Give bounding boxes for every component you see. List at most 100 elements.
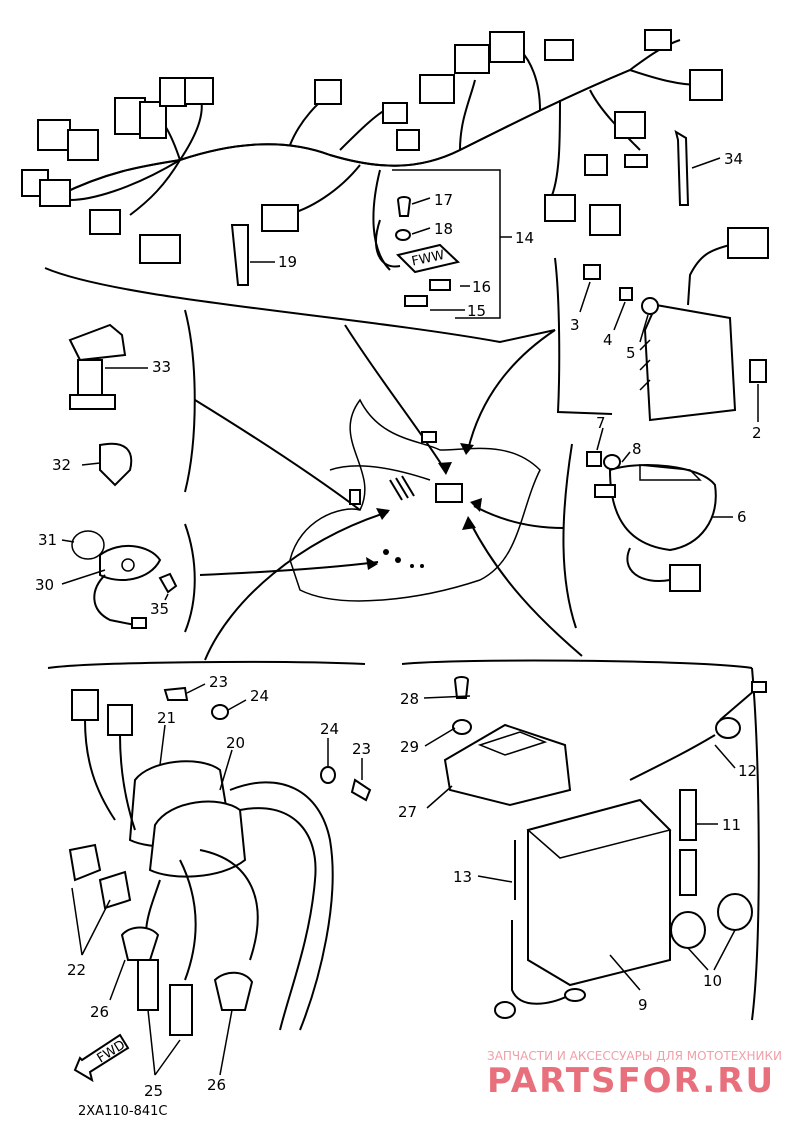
connector xyxy=(544,39,574,61)
label-3: 3 xyxy=(570,316,580,334)
regulator-frame xyxy=(554,257,613,415)
screw-17 xyxy=(396,196,412,217)
label-5: 5 xyxy=(626,344,636,362)
vent-tube-11 xyxy=(679,789,697,841)
cover-22b xyxy=(98,870,132,910)
regulator-body xyxy=(643,303,737,422)
label-12: 12 xyxy=(738,762,757,780)
battery-assembly xyxy=(443,676,767,1019)
clamp-32 xyxy=(99,442,133,487)
label-22: 22 xyxy=(67,961,86,979)
arrow-head xyxy=(366,557,378,570)
collar-24 xyxy=(211,704,229,720)
wire-harness xyxy=(21,29,723,271)
switch-33-base xyxy=(69,394,116,410)
connector xyxy=(159,77,187,107)
connector xyxy=(419,74,455,104)
washer-5 xyxy=(641,297,659,315)
label-4: 4 xyxy=(603,331,613,349)
label-23-right: 23 xyxy=(352,740,371,758)
label-29: 29 xyxy=(400,738,419,756)
label-24-top: 24 xyxy=(250,687,269,705)
plug-cap-26 xyxy=(120,926,160,961)
label-7: 7 xyxy=(596,414,606,432)
neutral-pointer xyxy=(199,561,379,576)
ignition-pointer xyxy=(204,511,389,661)
bracket xyxy=(421,431,437,443)
label-27: 27 xyxy=(398,803,417,821)
arrow-head xyxy=(462,516,476,530)
cover-22 xyxy=(68,843,102,882)
label-leaders xyxy=(61,157,759,1076)
label-25: 25 xyxy=(144,1082,163,1100)
connector xyxy=(139,101,167,139)
drawing-code: 2XA110-841C xyxy=(78,1104,167,1119)
ignition-coils: FWD xyxy=(68,686,372,1083)
battery-9 xyxy=(527,798,671,987)
damper-29 xyxy=(452,719,472,735)
label-34: 34 xyxy=(724,150,743,168)
damper-10b xyxy=(717,893,753,931)
label-20: 20 xyxy=(226,734,245,752)
sidestand-pointer xyxy=(194,399,361,511)
label-23-top: 23 xyxy=(209,673,228,691)
cdi-unit-27 xyxy=(443,723,572,807)
arrow-head xyxy=(470,498,482,512)
connector xyxy=(396,129,420,151)
connector xyxy=(544,194,576,222)
harness-small-parts: FWW xyxy=(230,129,690,307)
relay-terminal xyxy=(594,484,616,498)
band-34 xyxy=(674,129,690,206)
vent-tube-11b xyxy=(679,849,697,896)
arrow-head xyxy=(438,462,452,475)
washer-8 xyxy=(603,454,621,470)
bolt-3 xyxy=(583,264,601,280)
label-2: 2 xyxy=(752,424,762,442)
bolt-23 xyxy=(163,686,189,701)
battery-pointer xyxy=(469,521,583,657)
coil-connector xyxy=(107,704,133,736)
label-18: 18 xyxy=(434,220,453,238)
label-28: 28 xyxy=(400,690,419,708)
watermark: ЗАПЧАСТИ И АКСЕССУАРЫ ДЛЯ МОТОТЕХНИКИ PA… xyxy=(487,1049,782,1101)
label-13: 13 xyxy=(453,868,472,886)
label-8: 8 xyxy=(632,440,642,458)
relay-pointer xyxy=(473,505,564,529)
neutral-switch xyxy=(71,530,178,629)
section-frames xyxy=(44,257,760,1021)
label-14: 14 xyxy=(515,229,534,247)
damper-10 xyxy=(670,911,706,949)
connector xyxy=(382,102,408,124)
collar-24b xyxy=(320,766,336,784)
neutral-switch-30 xyxy=(99,544,162,581)
plug-cap-26b xyxy=(213,971,254,1011)
harness-pointer xyxy=(344,324,446,471)
plug-cap-25 xyxy=(137,959,159,1011)
bolt-28 xyxy=(453,676,470,699)
label-32: 32 xyxy=(52,456,71,474)
terminal xyxy=(564,988,586,1002)
label-17: 17 xyxy=(434,191,453,209)
label-9: 9 xyxy=(638,996,648,1014)
starter-relay-frame xyxy=(562,443,577,629)
connector xyxy=(261,204,299,232)
connector xyxy=(584,154,608,176)
fuse-15 xyxy=(404,295,428,307)
neutral-switch-frame xyxy=(184,523,196,633)
switch-33-top xyxy=(68,323,127,362)
connector xyxy=(139,234,181,264)
label-24-right: 24 xyxy=(320,720,339,738)
watermark-brand: PARTSFOR.RU xyxy=(487,1061,775,1101)
terminal-13 xyxy=(494,1001,516,1019)
nut-18 xyxy=(395,229,411,241)
connector xyxy=(589,204,621,236)
fwd-arrow xyxy=(73,1033,130,1083)
label-16: 16 xyxy=(472,278,491,296)
neutral-connector xyxy=(131,617,147,629)
terminal-12 xyxy=(715,717,741,739)
bolt-7 xyxy=(586,451,602,467)
label-11: 11 xyxy=(722,816,741,834)
fuse-16 xyxy=(429,279,451,291)
label-31: 31 xyxy=(38,531,57,549)
band-19 xyxy=(230,224,249,286)
